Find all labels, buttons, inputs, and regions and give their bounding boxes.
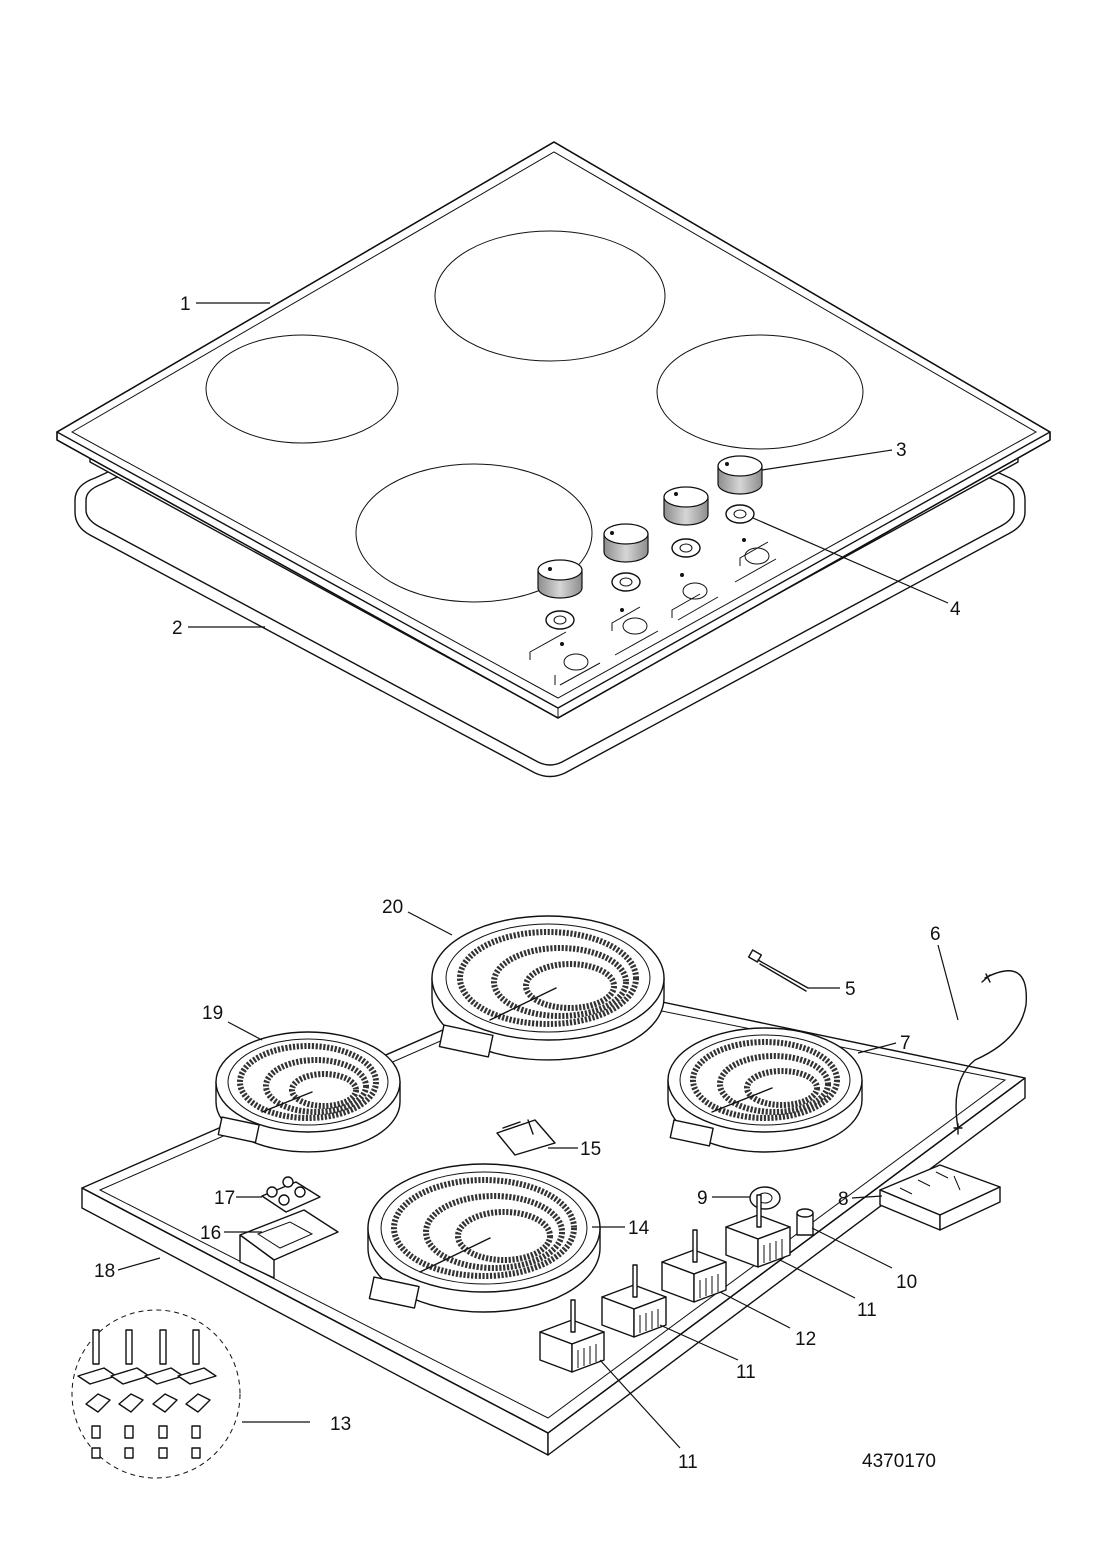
regulator-4 [725, 1194, 791, 1268]
housing-assembly [71, 915, 1028, 1479]
callout-17: 17 [214, 1188, 235, 1209]
callout-4: 4 [950, 599, 961, 620]
spring-clip [496, 1119, 556, 1156]
energy-regulators [539, 1194, 791, 1373]
fixing-kit [71, 1309, 241, 1479]
heating-element-20 [431, 915, 665, 1061]
callout-8: 8 [838, 1189, 849, 1210]
control-markings [529, 538, 777, 686]
callout-10: 10 [896, 1272, 917, 1293]
knob-1 [537, 559, 583, 599]
callout-6: 6 [930, 924, 941, 945]
callout-9: 9 [697, 1188, 708, 1209]
cooking-zone-left [205, 334, 399, 444]
callout-5: 5 [845, 979, 856, 1000]
heating-element-19 [215, 1031, 401, 1153]
cooking-zone-rear [434, 230, 666, 362]
glass-plate [56, 141, 1051, 719]
knob-2 [603, 523, 649, 563]
regulator-1 [539, 1299, 605, 1373]
callout-3: 3 [896, 440, 907, 461]
callout-labels: 1 2 3 4 5 6 7 8 9 10 11 11 11 12 13 14 1… [94, 294, 961, 1473]
knob-3 [663, 486, 709, 526]
knob-4 [717, 455, 763, 495]
callout-2: 2 [172, 618, 183, 639]
callout-11-middle: 11 [736, 1362, 756, 1383]
callout-19: 19 [202, 1003, 223, 1024]
leader-lines [117, 302, 959, 1449]
terminal-mount [261, 1176, 321, 1213]
callout-20: 20 [382, 897, 403, 918]
callout-18: 18 [94, 1261, 115, 1282]
callout-7: 7 [900, 1033, 911, 1054]
callout-12: 12 [795, 1329, 816, 1350]
indicator-lens [749, 1186, 781, 1210]
callout-1: 1 [180, 294, 191, 315]
heating-element-7 [667, 1027, 863, 1153]
heating-element-14 [367, 1163, 601, 1313]
bracket [239, 1209, 339, 1279]
callout-13: 13 [330, 1414, 351, 1435]
callout-11-right: 11 [857, 1300, 877, 1321]
cooking-zone-front [355, 463, 593, 603]
drawing-number: 4370170 [862, 1451, 936, 1472]
power-cord [953, 970, 1028, 1135]
cooktop-assembly [56, 141, 1051, 778]
cooking-zone-right [656, 334, 864, 450]
control-knobs [537, 455, 763, 599]
callout-15: 15 [580, 1139, 601, 1160]
housing-tray [81, 979, 1026, 1456]
callout-11-left: 11 [678, 1452, 698, 1473]
cable-tie [747, 949, 809, 992]
regulator-3 [661, 1229, 727, 1303]
terminal-block [879, 1164, 1001, 1231]
regulator-2 [601, 1264, 667, 1338]
pilot-lamp [796, 1208, 814, 1236]
callout-14: 14 [628, 1218, 650, 1239]
callout-16: 16 [200, 1223, 221, 1244]
knob-rings [545, 504, 755, 630]
